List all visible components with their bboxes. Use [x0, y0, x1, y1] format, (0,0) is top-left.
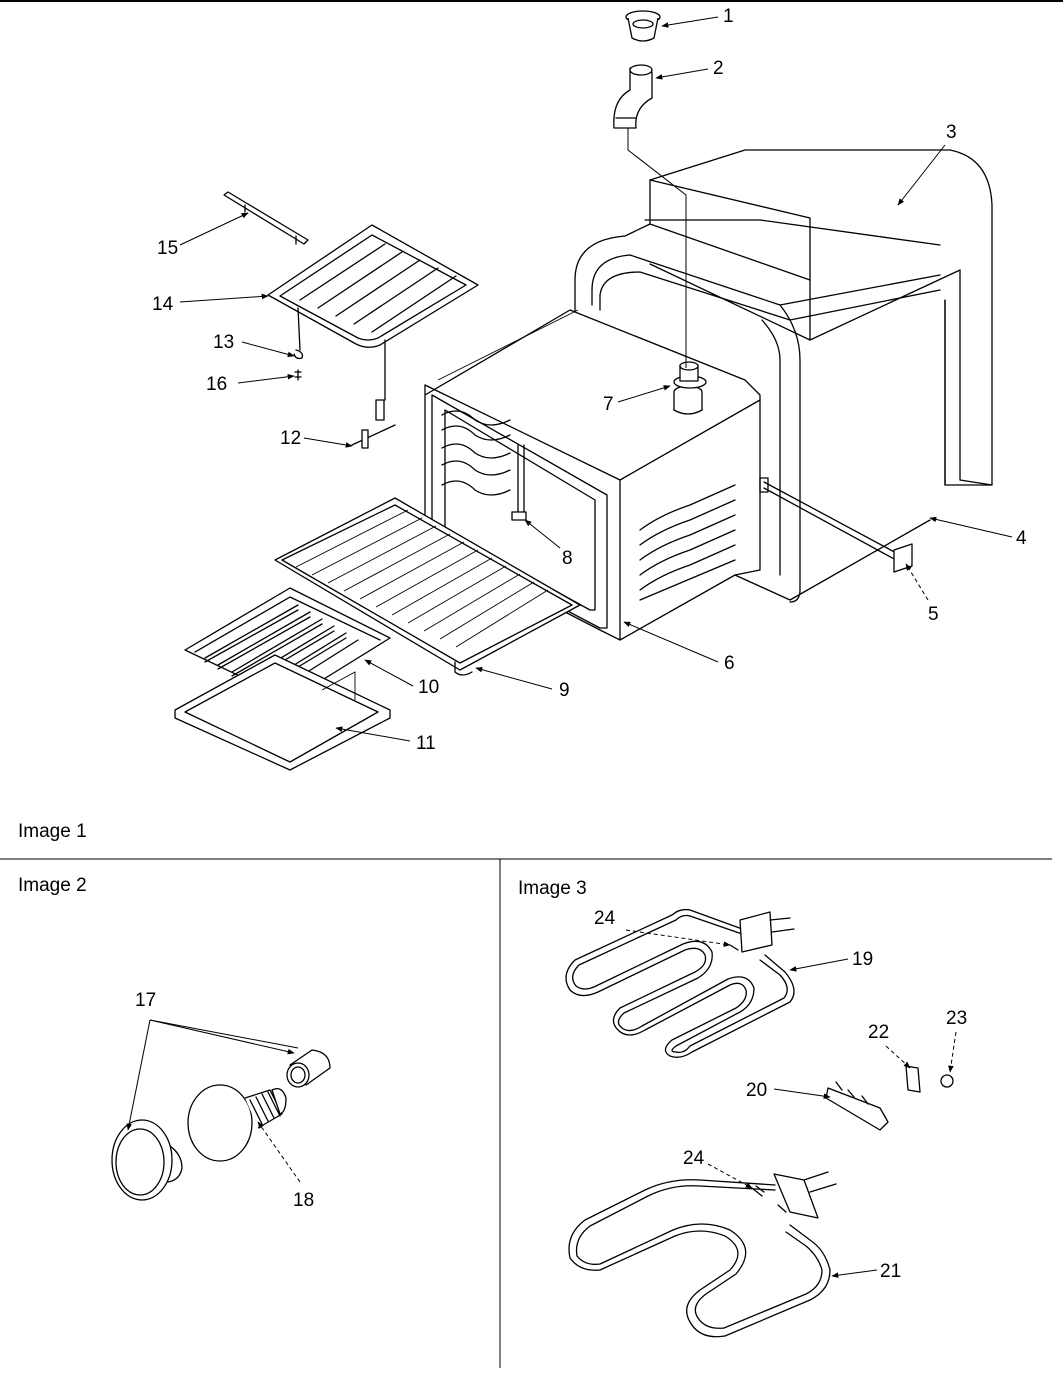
- light-bulb: [187, 1084, 287, 1162]
- bake-element: [568, 1171, 837, 1338]
- callout-21: 21: [880, 1261, 901, 1282]
- screw-lower: [751, 1187, 763, 1197]
- callout-18: 18: [293, 1190, 314, 1211]
- callouts-image2: 17 18: [135, 990, 314, 1211]
- callout-1: 1: [723, 6, 734, 27]
- lamp-cover: [111, 1119, 183, 1201]
- callout-23: 23: [946, 1008, 967, 1029]
- mounting-bracket: [905, 1065, 921, 1093]
- callout-10: 10: [418, 677, 439, 698]
- callout-13: 13: [213, 332, 234, 353]
- callout-8: 8: [562, 548, 573, 569]
- callout-11: 11: [416, 733, 436, 754]
- broil-pan: [174, 654, 391, 771]
- callout-20: 20: [746, 1080, 767, 1101]
- callouts-image3: 24 19 22 23 20 24 21: [594, 908, 967, 1282]
- callout-4: 4: [1016, 528, 1027, 549]
- callout-24-upper: 24: [594, 908, 616, 929]
- callout-19: 19: [852, 949, 873, 970]
- light-socket: [673, 361, 707, 415]
- panel-title-image3: Image 3: [518, 878, 587, 899]
- callout-24-lower: 24: [683, 1148, 705, 1169]
- elements-drawing: [565, 908, 957, 1338]
- callouts-image1: 1 2 3 4 5 6 7 8 9 10 11 12 13 14 15 16: [152, 6, 1027, 754]
- callout-2: 2: [713, 58, 724, 79]
- callout-22: 22: [868, 1022, 889, 1043]
- callout-16: 16: [206, 374, 227, 395]
- screw-upper: [729, 944, 739, 951]
- vent-tube: [613, 64, 653, 129]
- callout-6: 6: [724, 653, 735, 674]
- callout-9: 9: [559, 680, 570, 701]
- element-cover: [267, 224, 479, 401]
- callout-5: 5: [928, 604, 939, 625]
- callout-12: 12: [280, 428, 301, 449]
- outer-cabinet-wrap: [574, 149, 993, 631]
- hex-nut: [940, 1074, 954, 1088]
- panel-title-image2: Image 2: [18, 875, 87, 896]
- sensor-probe: [825, 1081, 889, 1131]
- broil-element: [565, 908, 795, 1058]
- clip-parts: [293, 349, 304, 381]
- oven-assembly-drawing: [174, 10, 1013, 771]
- rack-support: [351, 399, 396, 449]
- leader-lines-image1: [179, 16, 1013, 742]
- vent-cap: [625, 10, 661, 42]
- lamp-assembly-drawing: [111, 1019, 331, 1201]
- callout-14: 14: [152, 294, 174, 315]
- callout-7: 7: [603, 394, 614, 415]
- callout-3: 3: [946, 122, 957, 143]
- panel-title-image1: Image 1: [18, 821, 87, 842]
- oven-rack: [274, 497, 581, 676]
- callout-15: 15: [157, 238, 178, 259]
- element-cover-rail: [223, 191, 309, 245]
- lamp-collar: [286, 1049, 331, 1088]
- callout-17: 17: [135, 990, 156, 1011]
